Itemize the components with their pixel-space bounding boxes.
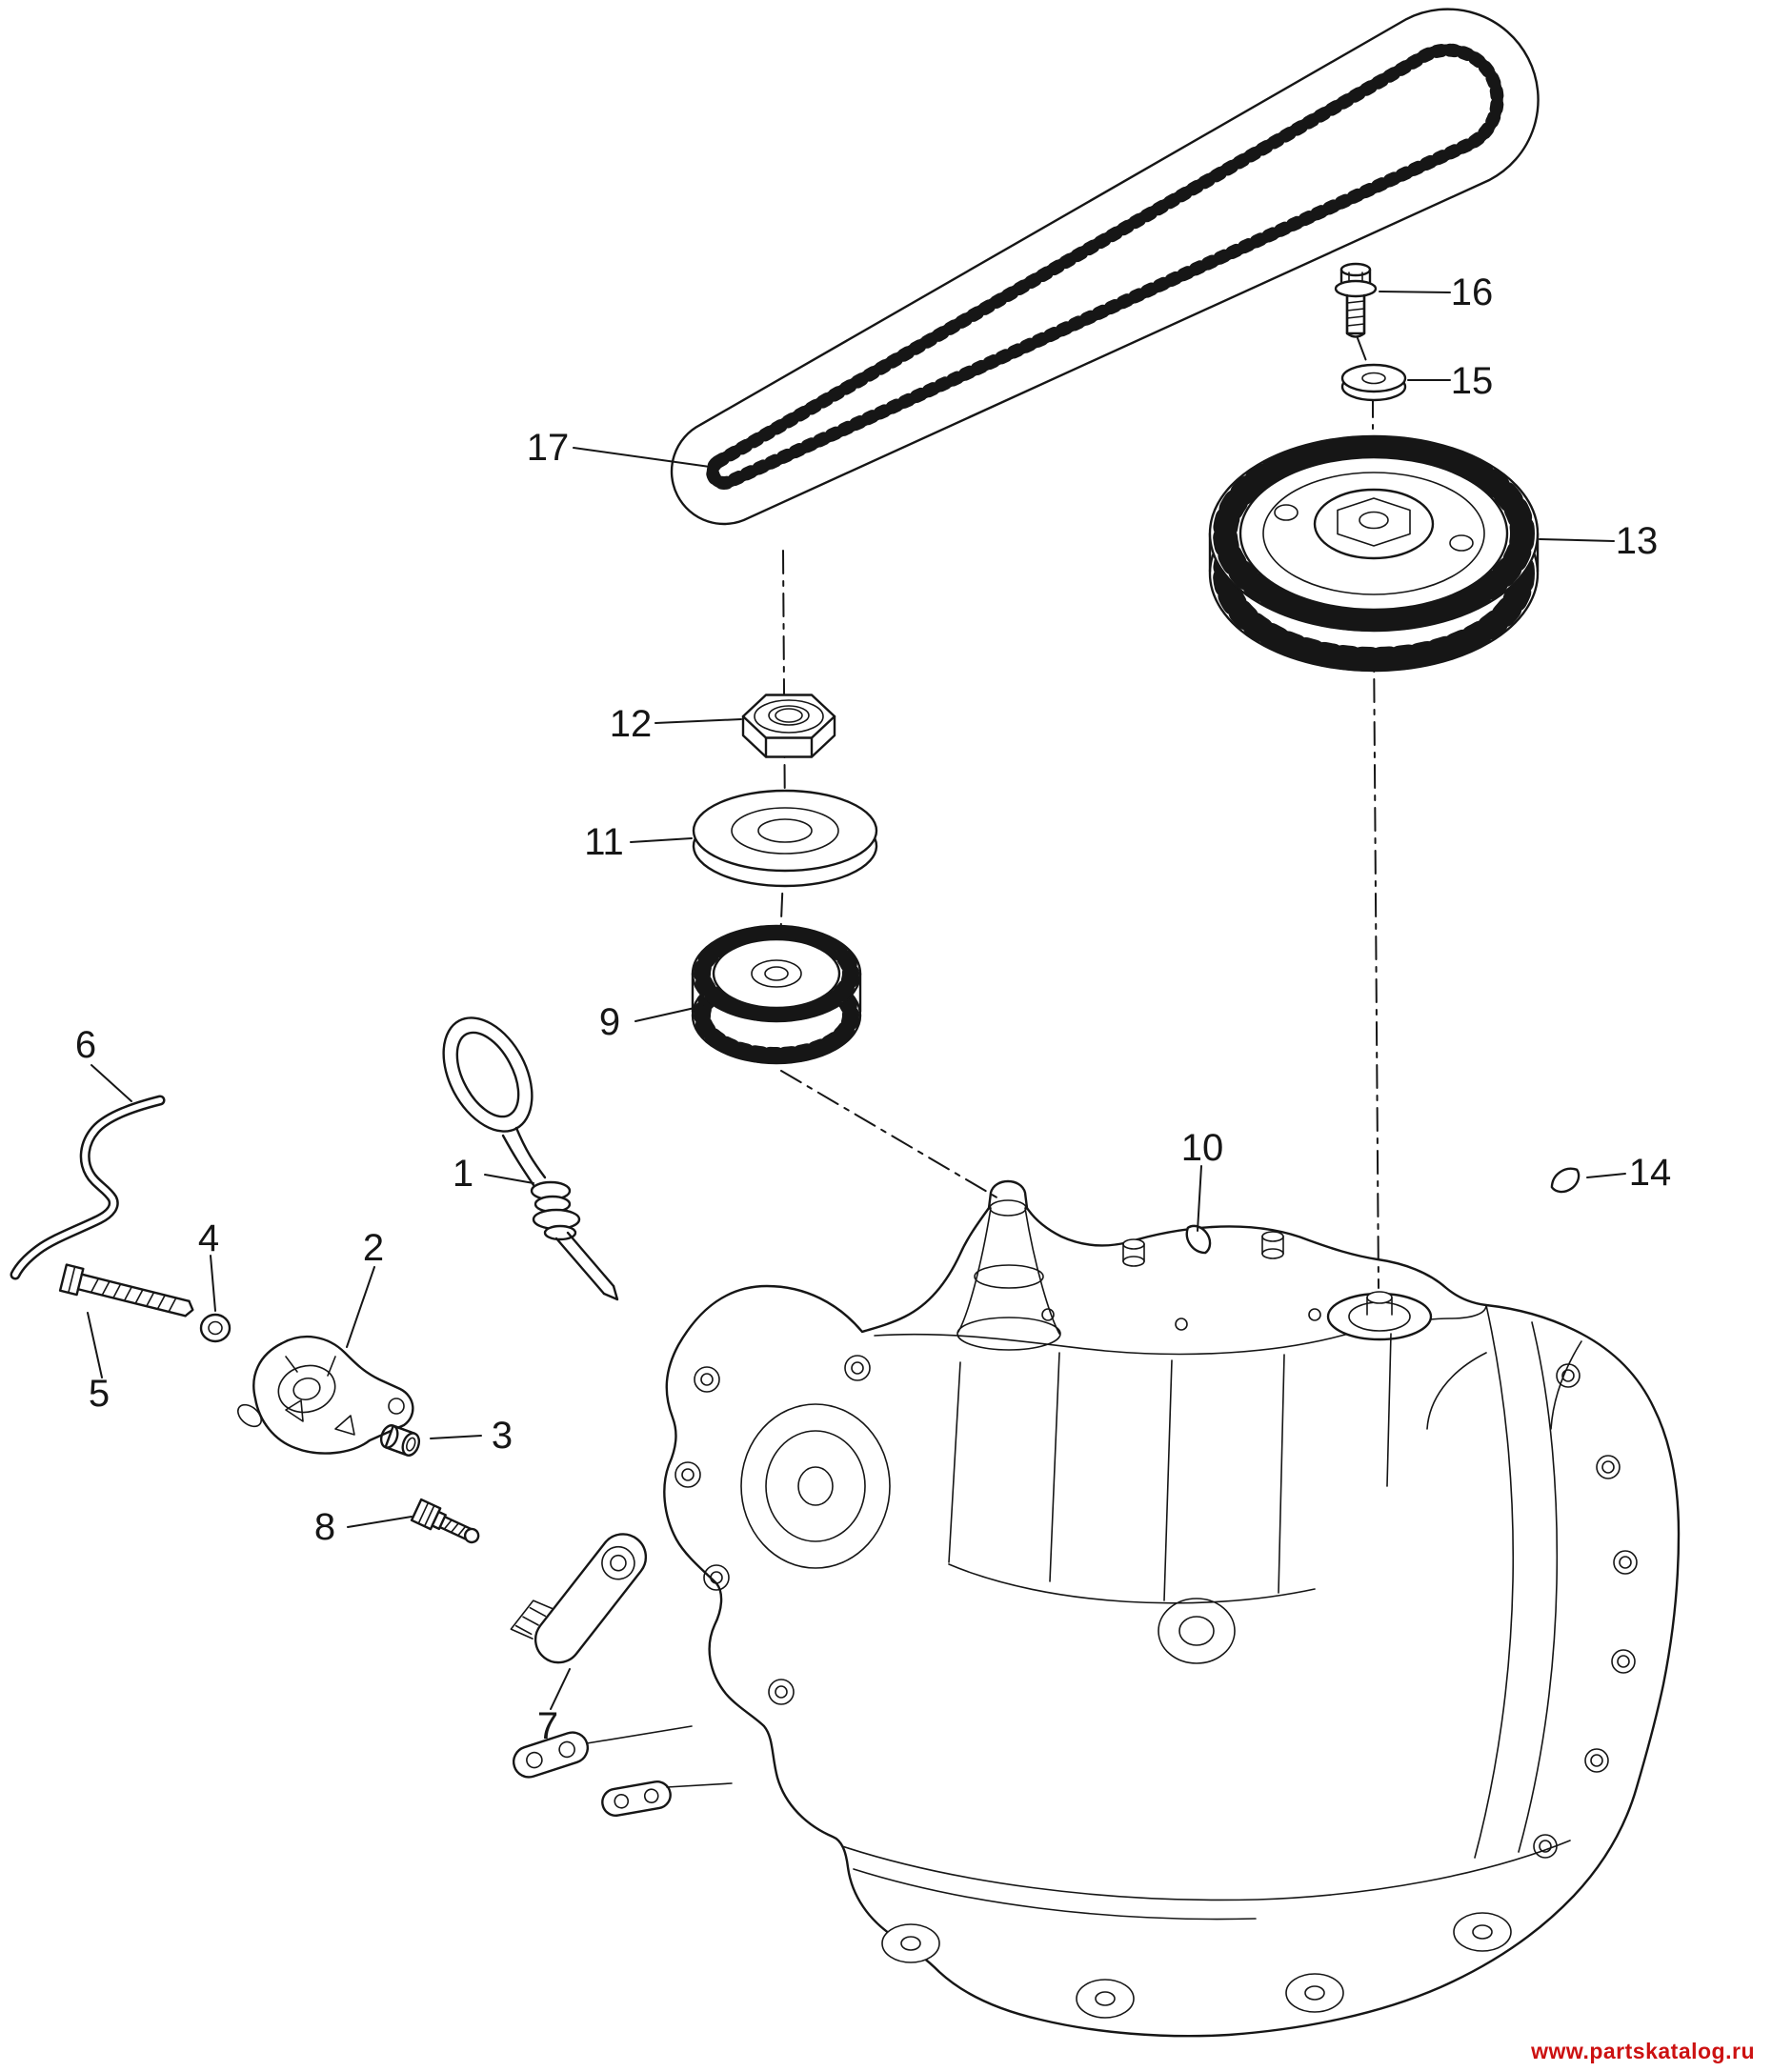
wire-clip-6 xyxy=(10,1095,166,1280)
engine-block xyxy=(512,1179,1681,2038)
cam-sprocket-13 xyxy=(1208,434,1540,673)
crank-sprocket-9 xyxy=(691,924,862,1065)
bushing-3 xyxy=(379,1424,421,1457)
washer-4 xyxy=(199,1313,232,1343)
key-14 xyxy=(1550,1167,1581,1194)
washer-15 xyxy=(1340,363,1407,402)
dipstick-1 xyxy=(442,1016,619,1301)
fitting-8 xyxy=(410,1498,480,1544)
nut-12 xyxy=(741,694,836,758)
watermark: www.partskatalog.ru xyxy=(1531,2039,1755,2063)
pump-bracket-2 xyxy=(237,1336,414,1455)
key-10 xyxy=(1185,1224,1212,1255)
bolt-16 xyxy=(1334,262,1378,338)
leader-lines xyxy=(87,291,1626,1710)
washer-11 xyxy=(692,789,878,888)
bracket-7 xyxy=(510,1533,648,1664)
bolt-5 xyxy=(58,1263,194,1318)
timing-belt xyxy=(670,8,1540,526)
